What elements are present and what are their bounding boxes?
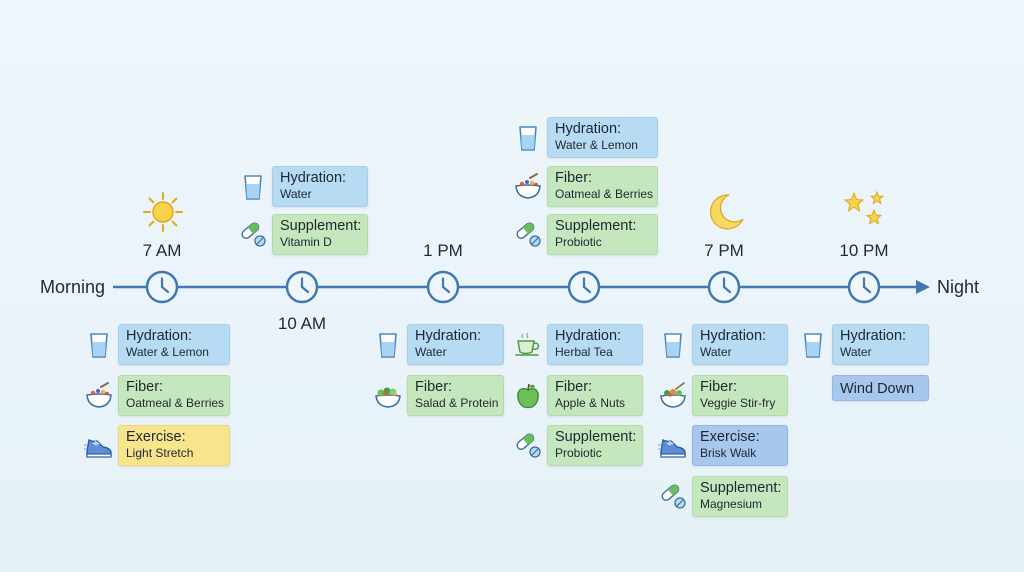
card-value: Water: [840, 345, 872, 359]
supplement-card: Supplement:Probiotic: [547, 425, 643, 466]
card-category: Fiber:: [555, 170, 593, 186]
card-value: Light Stretch: [126, 446, 194, 460]
wind-down-card: Wind Down: [832, 375, 929, 401]
sneaker-icon: [84, 438, 112, 458]
hydration-card: Hydration:Water: [832, 324, 929, 365]
time-label: 10 PM: [839, 241, 889, 260]
time-label: 10 AM: [277, 314, 327, 333]
tea-cup-icon: [515, 332, 540, 356]
pill-capsule-icon: [516, 222, 541, 247]
exercise-card: Exercise:Brisk Walk: [692, 425, 788, 466]
time-label: 7 AM: [142, 241, 182, 260]
fiber-card: Fiber:Oatmeal & Berries: [547, 166, 658, 207]
sneaker-icon: [658, 438, 686, 458]
clock-icon: [567, 270, 601, 304]
hydration-card: Hydration:Herbal Tea: [547, 324, 643, 365]
card-category: Supplement:: [700, 480, 782, 496]
pill-capsule-icon: [516, 433, 541, 458]
card-value: Brisk Walk: [700, 446, 757, 460]
card-category: Hydration:: [126, 328, 193, 344]
water-glass-icon: [804, 333, 822, 358]
supplement-card: Supplement:Vitamin D: [272, 214, 368, 255]
card-category: Hydration:: [840, 328, 907, 344]
card-category: Fiber:: [415, 379, 453, 395]
water-glass-icon: [664, 333, 682, 358]
card-category: Hydration:: [280, 170, 347, 186]
card-value: Water: [415, 345, 447, 359]
fiber-card: Fiber:Salad & Protein: [407, 375, 504, 416]
card-category: Hydration:: [415, 328, 482, 344]
clock-icon: [707, 270, 741, 304]
fiber-card: Fiber:Oatmeal & Berries: [118, 375, 230, 416]
oatmeal-bowl-icon: [86, 382, 112, 408]
clock-icon: [426, 270, 460, 304]
card-category: Hydration:: [555, 328, 622, 344]
supplement-card: Supplement:Magnesium: [692, 476, 788, 517]
apple-icon: [517, 383, 539, 409]
stars-icon: [843, 190, 885, 225]
timeline-end-label: Night: [937, 277, 980, 297]
timeline-arrowhead: [916, 280, 930, 294]
hydration-card: Hydration:Water & Lemon: [547, 117, 658, 158]
card-category: Supplement:: [555, 218, 637, 234]
card-value: Vitamin D: [280, 235, 332, 249]
hydration-card: Hydration:Water: [692, 324, 788, 365]
card-category: Hydration:: [555, 121, 622, 137]
card-category: Fiber:: [126, 379, 164, 395]
supplement-card: Supplement:Probiotic: [547, 214, 658, 255]
card-value: Water: [280, 187, 312, 201]
card-value: Veggie Stir-fry: [700, 396, 776, 410]
hydration-card: Hydration:Water: [407, 324, 504, 365]
pill-capsule-icon: [241, 222, 266, 247]
hydration-card: Hydration:Water & Lemon: [118, 324, 230, 365]
water-glass-icon: [379, 333, 397, 358]
card-value: Water: [700, 345, 732, 359]
card-value: Herbal Tea: [555, 345, 613, 359]
card-category: Fiber:: [555, 379, 593, 395]
fiber-card: Fiber:Apple & Nuts: [547, 375, 643, 416]
card-value: Water & Lemon: [555, 138, 638, 152]
water-glass-icon: [519, 126, 537, 151]
oatmeal-bowl-icon: [515, 173, 541, 199]
hydration-card: Hydration:Water: [272, 166, 368, 207]
time-label: 1 PM: [423, 241, 463, 260]
pill-capsule-icon: [661, 484, 686, 509]
exercise-card: Exercise:Light Stretch: [118, 425, 230, 466]
card-value: Probiotic: [555, 235, 602, 249]
card-value: Water & Lemon: [126, 345, 209, 359]
clock-icon: [145, 270, 179, 304]
card-value: Salad & Protein: [415, 396, 499, 410]
timeline-start-label: Morning: [40, 277, 106, 297]
time-label: 7 PM: [704, 241, 744, 260]
card-category: Hydration:: [700, 328, 767, 344]
water-glass-icon: [90, 333, 108, 358]
fiber-card: Fiber:Veggie Stir-fry: [692, 375, 788, 416]
clock-icon: [847, 270, 881, 304]
card-value: Oatmeal & Berries: [126, 396, 225, 410]
card-category: Supplement:: [555, 429, 637, 445]
veggie-bowl-icon: [660, 382, 686, 408]
card-category: Exercise:: [126, 429, 186, 445]
sun-icon: [143, 192, 183, 232]
card-category: Wind Down: [840, 381, 915, 397]
card-category: Supplement:: [280, 218, 362, 234]
card-category: Fiber:: [700, 379, 738, 395]
card-category: Exercise:: [700, 429, 760, 445]
card-value: Magnesium: [700, 497, 763, 511]
clock-icon: [285, 270, 319, 304]
salad-bowl-icon: [375, 387, 401, 408]
card-value: Apple & Nuts: [555, 396, 626, 410]
water-glass-icon: [244, 175, 262, 200]
card-value: Oatmeal & Berries: [555, 187, 654, 201]
crescent-moon-icon: [709, 194, 744, 230]
card-value: Probiotic: [555, 446, 602, 460]
